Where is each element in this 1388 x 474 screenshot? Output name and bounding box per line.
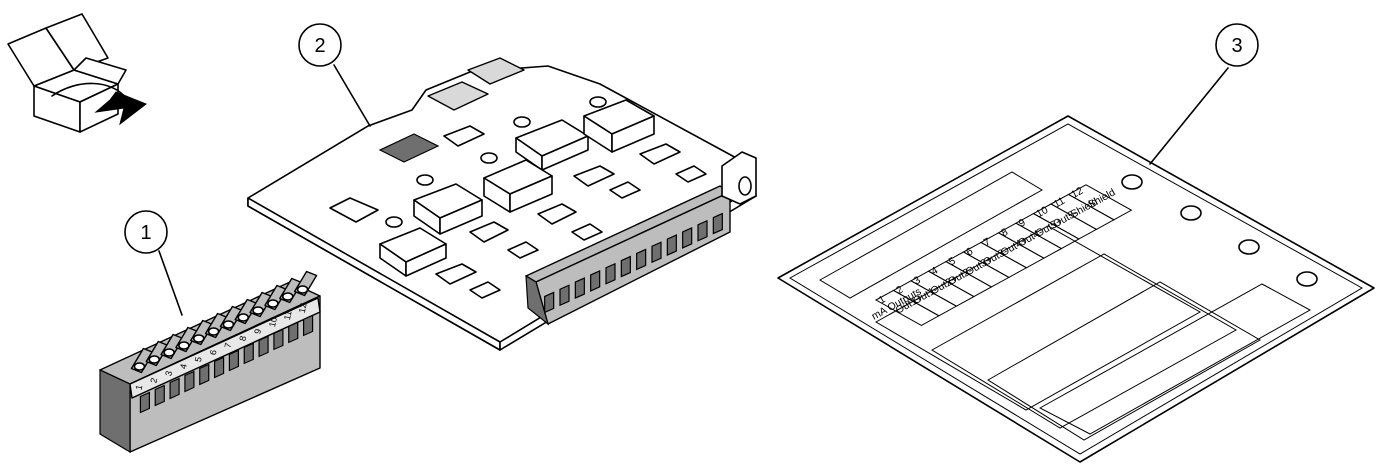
label-row-number: 2 — [894, 284, 905, 297]
connector-slot — [682, 226, 693, 249]
connector-slot — [559, 284, 570, 307]
label-row-number: 4 — [929, 264, 940, 277]
label-row-number: 10 — [1034, 204, 1050, 220]
label-row-number: 12 — [1069, 185, 1085, 201]
terminal-pin: 1 — [130, 347, 155, 414]
terminal-pin-label: 3 — [163, 370, 174, 377]
terminal-pin-label: 6 — [208, 349, 219, 356]
terminal-pin-label: 11 — [282, 310, 294, 321]
connector-slot — [590, 269, 601, 292]
connector-slot — [666, 234, 677, 257]
label-row-number: 7 — [982, 236, 993, 249]
label-row-number: 11 — [1052, 195, 1067, 211]
terminal-pin: 12 — [293, 270, 318, 337]
terminal-pin-label: 10 — [267, 316, 279, 328]
board-chips — [329, 96, 707, 299]
label-row-number: 8 — [999, 226, 1010, 239]
connector-slot — [712, 212, 723, 235]
terminal-pin-label: 5 — [193, 356, 204, 363]
terminal-pin: 8 — [234, 298, 258, 365]
label-row-number: 3 — [912, 274, 923, 287]
callout-1: 1 — [124, 210, 183, 316]
connector-slot — [697, 219, 708, 242]
circuit-board — [247, 57, 757, 351]
terminal-pin: 4 — [175, 326, 199, 393]
connector-slot — [651, 241, 662, 264]
label-row-number: 9 — [1017, 216, 1028, 229]
callout-2-number: 2 — [314, 35, 325, 57]
label-row-number: 5 — [947, 255, 958, 268]
label-row-number: 1 — [877, 293, 888, 306]
terminal-pin: 6 — [204, 312, 229, 379]
terminal-pin-label: 2 — [148, 377, 159, 384]
callout-2: 2 — [298, 23, 371, 127]
terminal-pin-label: 12 — [297, 302, 309, 314]
terminal-pin: 5 — [190, 319, 214, 386]
callout-3: 3 — [1149, 23, 1259, 165]
callout-1-number: 1 — [140, 222, 151, 244]
connector-slot — [636, 248, 647, 271]
open-box-icon — [7, 13, 148, 133]
terminal-pin-label: 1 — [134, 384, 145, 391]
connector-slot — [620, 255, 631, 278]
terminal-pin-label: 9 — [252, 328, 263, 335]
terminal-pin-label: 8 — [237, 335, 248, 342]
board-connector-slots — [544, 212, 723, 314]
connector-slot — [544, 291, 555, 314]
terminal-pin-label: 7 — [223, 342, 234, 349]
connector-slot — [574, 277, 585, 300]
terminal-pin-label: 4 — [178, 363, 189, 370]
label-row-number: 6 — [964, 245, 975, 258]
terminal-pin: 9 — [249, 291, 273, 358]
connector-slot — [605, 262, 616, 285]
callout-3-number: 3 — [1231, 35, 1242, 57]
